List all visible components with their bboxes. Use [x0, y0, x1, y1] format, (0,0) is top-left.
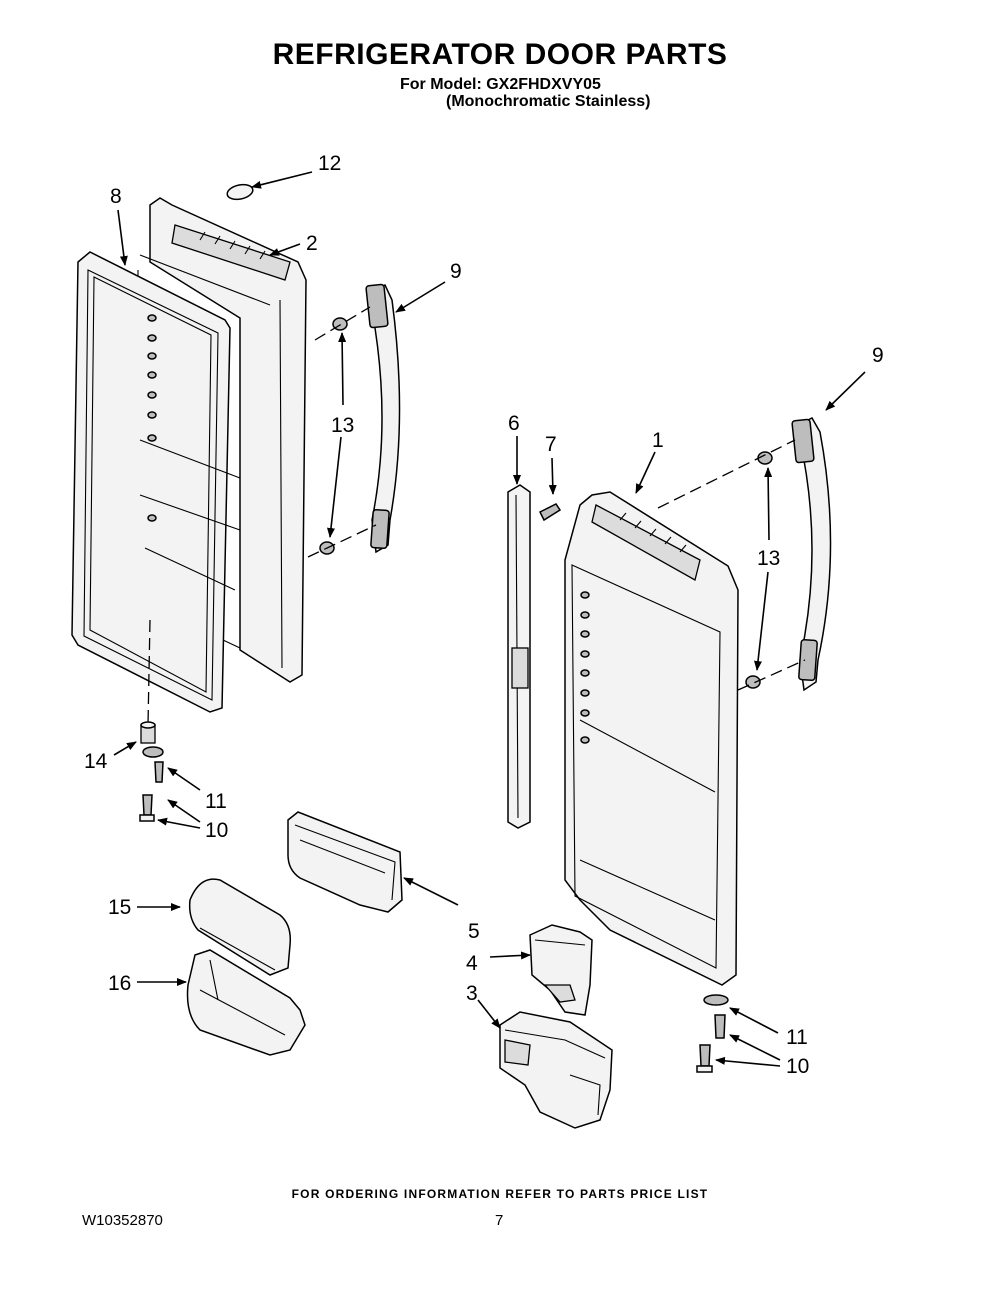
- callout-8: 8: [110, 185, 122, 208]
- right-handle-part-9: [791, 417, 832, 692]
- callout-9-right: 9: [872, 344, 884, 367]
- callout-13-right: 13: [757, 547, 780, 570]
- door-bin-part-5: [287, 811, 403, 913]
- right-hinge-screws-part-10: [696, 1014, 726, 1073]
- callout-6: 6: [508, 412, 520, 435]
- callout-10-left: 10: [205, 819, 228, 842]
- document-number: W10352870: [82, 1212, 163, 1229]
- callout-1: 1: [652, 429, 664, 452]
- callout-9-left: 9: [450, 260, 462, 283]
- callout-12: 12: [318, 152, 341, 175]
- callout-4: 4: [466, 952, 478, 975]
- left-handle-screws-part-13: [319, 317, 348, 555]
- callout-14: 14: [84, 750, 108, 773]
- mullion-part-6: [507, 484, 531, 829]
- door-gasket-part-8: [71, 251, 241, 713]
- page-title: REFRIGERATOR DOOR PARTS: [272, 38, 728, 71]
- bin-cover-part-15: [188, 878, 292, 976]
- right-shelf-supports: [580, 591, 590, 744]
- callout-labels: 12 8 2 9 13 9 6 7 1 13 14 11 10 15 5 4 1…: [84, 152, 884, 1078]
- callout-5: 5: [468, 920, 480, 943]
- ordering-note: FOR ORDERING INFORMATION REFER TO PARTS …: [291, 1187, 709, 1201]
- right-hinge-washer-part-11: [703, 994, 729, 1006]
- mullion-screw-part-7: [538, 503, 562, 522]
- callout-13-left: 13: [331, 414, 354, 437]
- right-handle-screws-part-13: [745, 451, 773, 689]
- large-bin-part-3: [499, 1011, 613, 1129]
- callout-11-left: 11: [205, 790, 227, 813]
- variant-line: (Monochromatic Stainless): [446, 93, 651, 110]
- page-number: 7: [495, 1212, 504, 1229]
- callout-16: 16: [108, 972, 131, 995]
- leader-lines: [113, 171, 866, 1067]
- dairy-bin-part-16: [186, 949, 306, 1056]
- left-handle-part-9: [365, 283, 401, 554]
- callout-11-right: 11: [786, 1026, 808, 1049]
- left-hinge-pin-part-14: [140, 721, 156, 744]
- callout-10-right: 10: [786, 1055, 809, 1078]
- left-hinge-screws-part-10: [139, 761, 164, 822]
- shelf-supports: [147, 314, 157, 522]
- callout-15: 15: [108, 896, 131, 919]
- door-cap-part-12: [226, 183, 254, 201]
- left-hinge-washer-part-11: [142, 746, 164, 758]
- callout-3: 3: [466, 982, 478, 1005]
- right-door-part-1: [564, 491, 739, 986]
- callout-7: 7: [545, 433, 557, 456]
- small-bin-part-4: [529, 924, 593, 1016]
- callout-2: 2: [306, 232, 318, 255]
- model-line: For Model: GX2FHDXVY05: [400, 76, 601, 93]
